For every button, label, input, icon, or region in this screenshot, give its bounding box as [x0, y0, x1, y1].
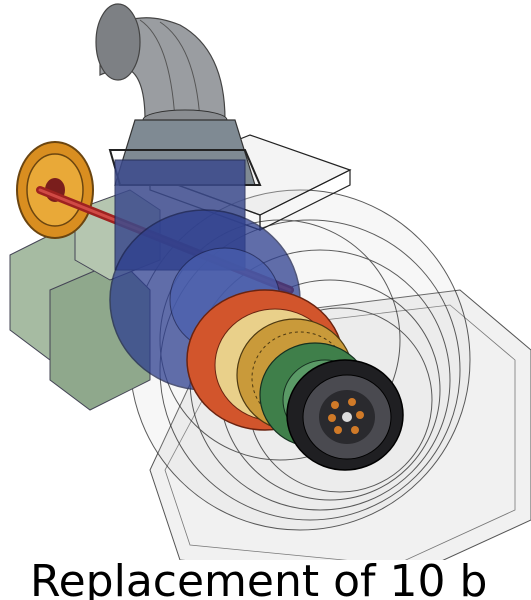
hexagon-housing-inner: [164, 304, 516, 566]
duct-elbow: [95, 3, 228, 131]
orange-pulley: [16, 141, 94, 239]
end-cap: [286, 359, 404, 471]
caption-bg: [0, 560, 531, 591]
caption-text: Replacement of 10 b: [30, 560, 488, 600]
